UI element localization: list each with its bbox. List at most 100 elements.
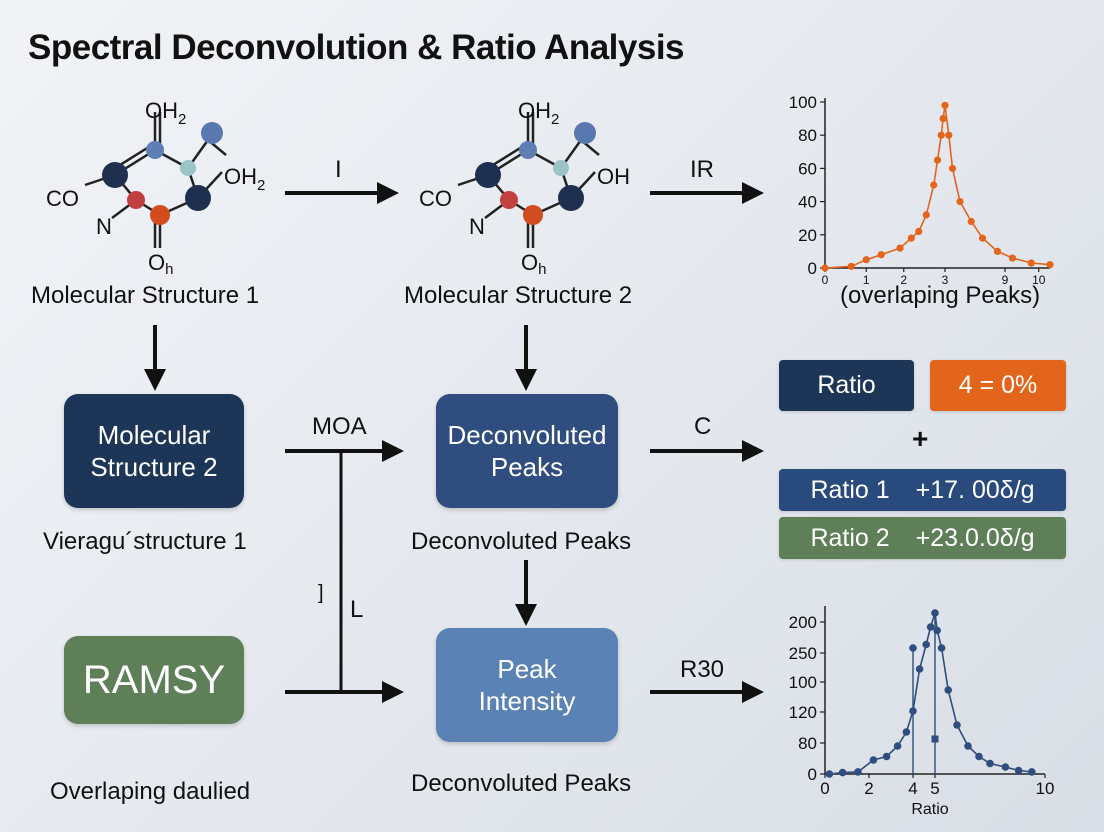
chart1-x-tick-label: 0 [822,273,829,287]
chart1-y-tick-label: 60 [798,159,817,178]
ratio1-name: Ratio 1 [810,475,890,504]
chart2-point [902,728,911,736]
chart1-y-tick-label: 0 [808,259,817,278]
chart2-x-tick-label: 2 [864,779,873,798]
chart2-point [975,752,983,761]
chart1-point [1046,261,1054,269]
chart2-x-tick-label: 5 [930,779,939,798]
box-decon-line2: Peaks [490,452,564,482]
ratio2-row: Ratio 2 +23.0.0δ/g [779,517,1066,559]
ratio1-row: Ratio 1 +17. 00δ/g [779,469,1066,511]
chart2-y-tick-label: 80 [798,734,817,753]
box-decon-line1: Deconvoluted [447,420,607,450]
m2-o-bottom: Oh [521,250,546,278]
label-molecular-structure-2: Molecular Structure 2 [404,282,633,309]
chart2-point [926,623,935,631]
ratio-label-text: Ratio [817,371,876,399]
page-title: Spectral Deconvolution & Ratio Analysis [28,28,685,67]
chart2-point [825,770,834,778]
m1-n: N [96,214,112,239]
chart1-series-line [824,105,1051,269]
arrow-label-ir: IR [690,156,714,183]
box-deconvoluted-peaks: Deconvoluted Peaks [436,394,618,508]
chart1-y-tick-label: 40 [798,193,817,212]
m2-n: N [469,214,485,239]
label-overlapping-daulied: Overlaping daulied [50,778,251,805]
chart2-x-axis-label: Ratio [911,801,948,818]
chart1-point [896,244,904,252]
chart2-y-tick-label: 200 [789,613,817,632]
molecule-structure-1: OH2 OH2 CO N Oh [46,98,265,278]
chart1-point [915,227,923,236]
plus-sign: + [912,423,929,454]
chart2-point [869,756,878,764]
chart2-point [944,686,952,694]
ratio-value-text: 4 = 0% [958,371,1038,399]
chart2-point [937,644,946,652]
ratio2-value: +23.0.0δ/g [915,523,1035,552]
ratio-value-badge: 4 = 0% [930,360,1066,411]
chart1-point [937,131,945,139]
chart2-point [882,752,891,761]
ratio2-name: Ratio 2 [810,523,890,552]
chart2-series-line [829,612,1032,775]
chart1-point [948,164,957,172]
chart2-point [838,768,847,777]
chart1-point [821,264,829,272]
label-deconvoluted-peaks-1: Deconvoluted Peaks [411,528,632,555]
box-molecular-structure-2: Molecular Structure 2 [64,394,244,508]
box-molecular-line2: Structure 2 [90,452,218,482]
chart2-point [922,640,930,649]
ratio1-value: +17. 00δ/g [915,475,1035,504]
m1-o-bottom: Oh [148,250,173,278]
chart1-point [847,262,855,270]
chart2-x-tick-label: 4 [908,779,917,798]
chart2-point [986,759,994,768]
ratio-label-badge: Ratio [779,360,914,411]
chart2-y-tick-label: 250 [789,644,817,663]
chart1-x-tick-label: 1 [863,273,870,287]
chart2-point [915,665,924,673]
chart2-x-tick-label: 0 [820,779,829,798]
chart1-point [967,217,975,226]
m2-oh-top: OH2 [518,98,559,128]
chart1-point [862,256,870,264]
chart1-point [941,101,949,109]
chart2-x-tick-label: 10 [1036,779,1055,798]
chart2-y-tick-label: 100 [789,673,817,692]
chart1-x-tick-label: 3 [942,273,949,287]
chart1-point [922,211,930,219]
chart1-y-tick-label: 20 [798,226,817,245]
box-ramsy: RAMSY [64,636,244,724]
chart1-point [939,115,947,123]
chart1-y-tick-label: 100 [789,93,817,112]
label-deconvoluted-peaks-2: Deconvoluted Peaks [411,770,632,797]
chart1-point [877,251,885,259]
chart2-point [953,721,961,729]
chart1-x-tick-label: 9 [1002,273,1009,287]
chart1-point [956,198,964,206]
chart2-point [1014,766,1023,775]
box-peak-intensity: Peak Intensity [436,628,618,742]
chart1-point [993,247,1002,255]
box-molecular-line1: Molecular [97,420,211,450]
m1-oh-top: OH2 [145,98,186,128]
chart1-point [978,234,987,242]
chart2-point [1001,763,1010,771]
label-vieragu-structure: Vieragu´structure 1 [43,528,247,555]
chart1-point [907,234,915,242]
chart1-x-tick-label: 10 [1032,273,1046,287]
chart2-stem-point [909,644,917,652]
label-overlapping-peaks: (overlaping Peaks) [840,282,1041,309]
arrow-label-moa: MOA [312,413,367,440]
chart2-point [1028,768,1036,776]
molecule-structure-2: OH2 OH CO N Oh [419,98,630,278]
arrow-label-c: C [694,413,712,440]
arrow-label-i: I [335,156,342,183]
chart1-point [945,131,953,139]
box-peak-line1: Peak [497,654,557,684]
box-peak-line2: Intensity [478,686,576,716]
chart2-y-tick-label: 0 [808,765,817,784]
